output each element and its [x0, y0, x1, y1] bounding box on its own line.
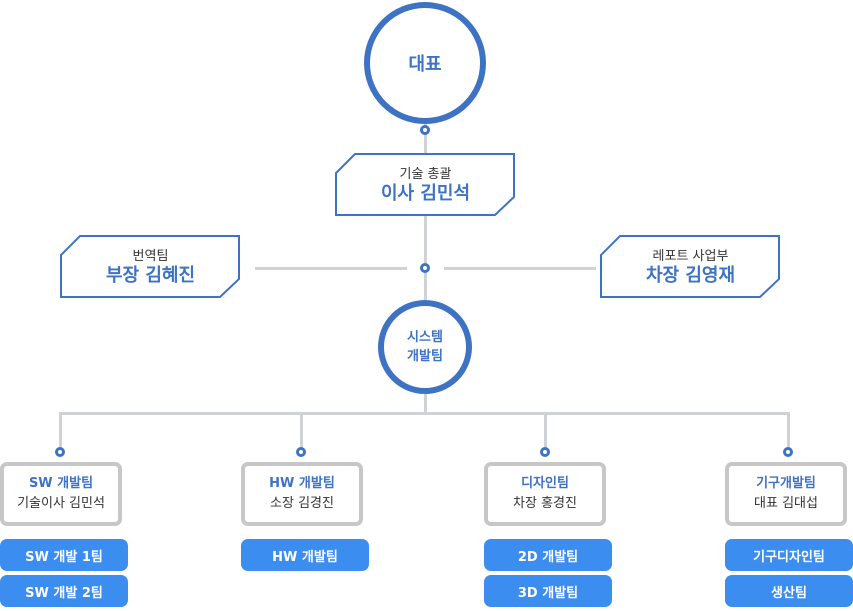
translation-team-name: 부장 김혜진 [105, 264, 196, 286]
team-lead: 기술이사 김민석 [17, 496, 105, 511]
tech-director-frame [335, 153, 515, 216]
system-team-line1: 시스템 [407, 330, 443, 345]
connector-team-1 [59, 412, 62, 452]
team-box-hw: HW 개발팀 소장 김경진 [241, 462, 363, 526]
tech-director-name: 이사 김민석 [380, 182, 471, 204]
translation-team-frame [60, 235, 240, 298]
connector-director-to-system [424, 216, 427, 300]
team-box-mechanical: 기구개발팀 대표 김대섭 [725, 462, 847, 526]
connector-team-4 [787, 412, 790, 452]
subteam-pill[interactable]: 기구디자인팀 [725, 539, 853, 571]
subteam-pill[interactable]: 3D 개발팀 [484, 575, 612, 607]
node-dot-team-1 [55, 447, 65, 457]
team-box-sw: SW 개발팀 기술이사 김민석 [0, 462, 122, 526]
node-dot-center [420, 263, 430, 273]
connector-ceo-to-director [424, 120, 427, 156]
tech-director-node: 기술 총괄 이사 김민석 [335, 153, 516, 217]
team-name: HW 개발팀 [269, 476, 335, 491]
team-lead: 차장 홍경진 [513, 496, 577, 511]
connector-system-down [424, 392, 427, 414]
team-box-design: 디자인팀 차장 홍경진 [484, 462, 606, 526]
translation-team-title: 번역팀 [132, 248, 169, 264]
node-dot-team-4 [783, 447, 793, 457]
ceo-node: 대표 [364, 2, 486, 124]
team-name: SW 개발팀 [28, 476, 94, 491]
subteam-pill[interactable]: 생산팀 [725, 575, 853, 607]
report-division-frame [600, 235, 780, 298]
team-lead: 소장 김경진 [270, 496, 334, 511]
connector-team-2 [300, 412, 303, 452]
system-team-line2: 개발팀 [407, 349, 443, 364]
tech-director-title: 기술 총괄 [399, 166, 452, 182]
node-dot-team-2 [296, 447, 306, 457]
system-team-node: 시스템 개발팀 [378, 300, 472, 394]
node-dot-ceo [420, 125, 430, 135]
connector-team-3 [544, 412, 547, 452]
ceo-label: 대표 [408, 54, 442, 75]
translation-team-node: 번역팀 부장 김혜진 [60, 235, 241, 299]
report-division-title: 레포트 사업부 [652, 248, 729, 264]
subteam-pill[interactable]: 2D 개발팀 [484, 539, 612, 571]
connector-team-bus [59, 412, 790, 415]
report-division-node: 레포트 사업부 차장 김영재 [600, 235, 781, 299]
subteam-pill[interactable]: SW 개발 1팀 [0, 539, 128, 571]
node-dot-team-3 [540, 447, 550, 457]
team-lead: 대표 김대섭 [754, 496, 818, 511]
subteam-pill[interactable]: HW 개발팀 [241, 539, 369, 571]
connector-right-dept [444, 267, 596, 270]
subteam-pill[interactable]: SW 개발 2팀 [0, 575, 128, 607]
team-name: 디자인팀 [521, 476, 569, 491]
connector-left-dept [255, 267, 407, 270]
report-division-name: 차장 김영재 [645, 264, 736, 286]
team-name: 기구개발팀 [756, 476, 816, 491]
